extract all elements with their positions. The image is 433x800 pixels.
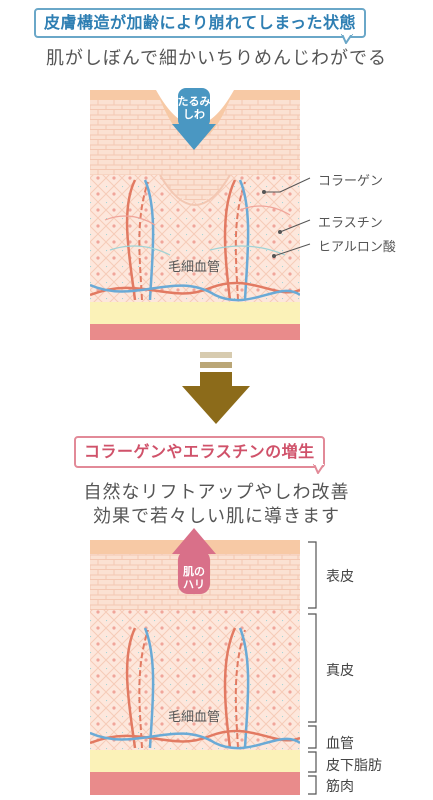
capillary-label-top: 毛細血管	[168, 260, 221, 275]
muscle-label: 筋肉	[326, 779, 354, 795]
sagging-label-line2: しわ	[183, 108, 205, 121]
firmness-label: 肌の ハリ	[172, 565, 216, 591]
improvement-title-box: コラーゲンやエラスチンの増生	[74, 436, 325, 468]
aging-subtitle: 肌がしぼんで細かいちりめんじわがでる	[45, 48, 388, 69]
subcutaneous-fat-label: 皮下脂肪	[326, 758, 382, 774]
improvement-subtitle-line1: 自然なリフトアップやしわ改善	[83, 482, 350, 503]
collagen-label: コラーゲン	[318, 174, 384, 189]
transition-arrow-icon	[182, 352, 250, 424]
firmness-label-line1: 肌の	[183, 565, 205, 578]
aged-skin-diagram	[90, 90, 300, 340]
dermis-label: 真皮	[326, 663, 354, 679]
capillary-label-bottom: 毛細血管	[168, 710, 221, 725]
blood-vessel-label: 血管	[326, 736, 354, 752]
elastin-label: エラスチン	[318, 216, 383, 231]
sagging-label: たるみ しわ	[172, 95, 216, 121]
aging-title-box: 皮膚構造が加齢により崩れてしまった状態	[34, 8, 367, 38]
aging-title: 皮膚構造が加齢により崩れてしまった状態	[44, 13, 357, 32]
improvement-title-tail	[312, 464, 326, 474]
improvement-title: コラーゲンやエラスチンの増生	[84, 442, 315, 461]
epidermis-label: 表皮	[326, 569, 354, 585]
sagging-label-line1: たるみ	[177, 95, 211, 108]
firmness-arrow-icon	[172, 528, 216, 594]
sagging-arrow-icon	[172, 88, 216, 150]
hyaluronic-acid-label: ヒアルロン酸	[318, 240, 396, 255]
firmness-label-line2: ハリ	[183, 578, 205, 591]
healthy-skin-diagram	[90, 540, 300, 795]
leader-lines	[262, 177, 311, 258]
aging-title-tail	[340, 34, 354, 44]
layer-brackets	[308, 541, 317, 795]
improvement-subtitle-line2: 効果で若々しい肌に導きます	[93, 506, 340, 527]
